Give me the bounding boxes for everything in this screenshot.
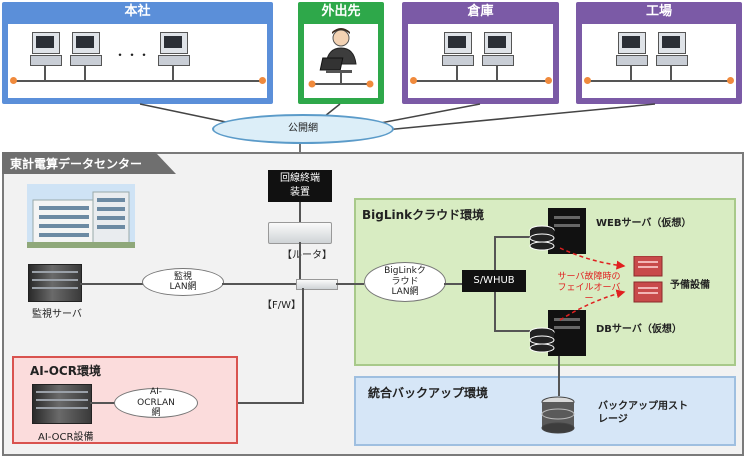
site-gaishutsu: 外出先 — [298, 2, 384, 104]
failover-note: サーバ故障時のフェイルオーバー — [554, 272, 624, 305]
pc-icon — [616, 32, 648, 66]
pc-icon — [442, 32, 474, 66]
aiocr-equipment-icon — [32, 384, 92, 424]
site-title: 工場 — [645, 4, 672, 19]
monitor-lan: 監視LAN網 — [142, 268, 224, 296]
db-server-icon — [529, 310, 586, 356]
storage-label-text: バックアップ用ストレージ — [598, 401, 688, 425]
pc-icon — [656, 32, 688, 66]
person-laptop-icon — [308, 28, 374, 88]
site-title: 外出先 — [321, 4, 361, 19]
firewall-label: 【F/W】 — [262, 300, 302, 311]
public-network-label: 公開網 — [288, 123, 318, 135]
spare-server-icon — [633, 256, 663, 303]
more-pcs-dots: ・・・ — [114, 48, 151, 62]
switch-hub: S/WHUB — [462, 270, 526, 292]
site-title: 倉庫 — [467, 4, 494, 19]
biglink-title: BigLinkクラウド環境 — [362, 208, 485, 222]
site-title: 本社 — [124, 4, 151, 19]
monitor-lan-label: 監視LAN網 — [169, 271, 197, 292]
router-label: 【ルータ】 — [282, 250, 332, 261]
pc-icon — [70, 32, 102, 66]
biglink-lan-label: BigLinkクラウドLAN網 — [384, 266, 426, 298]
site-honsha: 本社 ・・・ — [2, 2, 273, 104]
aiocr-equipment-label: AI-OCR設備 — [38, 432, 94, 443]
pc-icon — [30, 32, 62, 66]
pc-icon — [158, 32, 190, 66]
db-server-label: DBサーバ（仮想） — [596, 324, 682, 335]
aiocr-title: AI-OCR環境 — [30, 364, 101, 378]
site-koujou: 工場 — [576, 2, 742, 104]
public-network: 公開網 — [212, 114, 394, 144]
storage-label: バックアップ用ストレージ — [598, 400, 688, 426]
failover-note-text: サーバ故障時のフェイルオーバー — [557, 272, 621, 304]
site-content: ・・・ — [8, 24, 267, 98]
site-souko: 倉庫 — [402, 2, 559, 104]
datacenter-title: 東計電算データセンター — [10, 157, 143, 171]
line-terminal-label: 回線終端装置 — [280, 173, 320, 198]
biglink-lan: BigLinkクラウドLAN網 — [364, 262, 446, 302]
switch-hub-label: S/WHUB — [473, 275, 515, 286]
aiocr-lan-label: AI-OCRLAN網 — [137, 387, 175, 419]
backup-title: 統合バックアップ環境 — [368, 386, 489, 400]
spare-equipment-label: 予備設備 — [670, 280, 710, 291]
aiocr-lan: AI-OCRLAN網 — [114, 387, 198, 419]
monitoring-server-icon — [28, 264, 82, 302]
site-content — [408, 24, 553, 98]
storage-icon — [541, 396, 575, 434]
line-terminal-device: 回線終端装置 — [268, 170, 332, 202]
web-server-icon — [529, 208, 586, 254]
site-content — [582, 24, 736, 98]
web-server-label: WEBサーバ（仮想） — [596, 218, 692, 229]
datacenter-title-bar: 東計電算データセンター — [2, 152, 176, 174]
site-content — [304, 24, 378, 98]
pc-icon — [482, 32, 514, 66]
monitoring-server-label: 監視サーバ — [32, 309, 82, 320]
router-icon — [268, 222, 332, 244]
building-icon — [27, 184, 135, 248]
